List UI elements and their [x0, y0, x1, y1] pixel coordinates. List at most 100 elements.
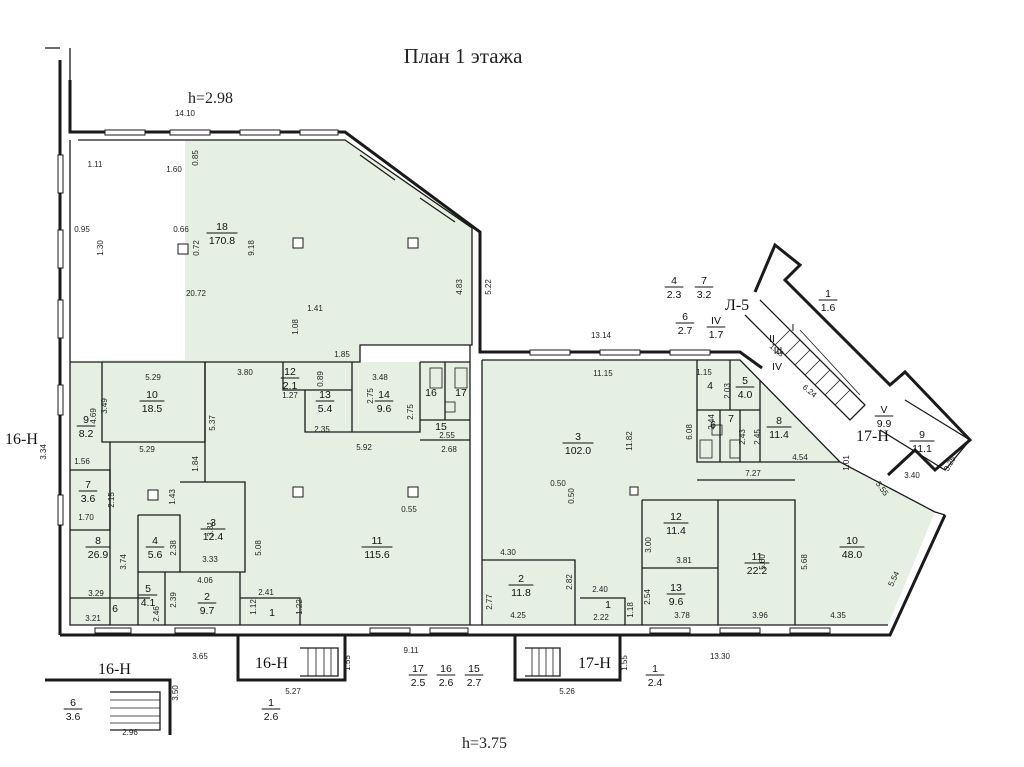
dimension-label: 1.84: [191, 456, 200, 472]
dimension-label: 1.15: [696, 368, 712, 377]
room-label-rV: V9.9: [874, 404, 894, 430]
entrance-steps-16H: [300, 647, 339, 677]
area-label-f7: 73.2: [694, 275, 714, 301]
dimension-label: 20.72: [186, 289, 207, 298]
room-label-r1b: 1: [605, 599, 611, 611]
window-diag: [419, 197, 456, 223]
dimension-label: 3.34: [39, 444, 48, 460]
room-number: IV: [772, 361, 782, 373]
dimension-label: 0.55: [401, 505, 417, 514]
window: [57, 384, 64, 416]
room-number: 7: [728, 413, 734, 425]
column: [177, 243, 189, 255]
room-area: 1.7: [709, 329, 724, 341]
wall-inner-top-right: [482, 359, 936, 513]
dimension-label: 5.29: [139, 445, 155, 454]
dimension-label: 2.03: [723, 383, 732, 399]
sink-icon: [444, 401, 456, 413]
dimension-label: 3.40: [904, 471, 920, 480]
dimension-label: 5.27: [285, 687, 301, 696]
dimension-label: 2.77: [485, 594, 494, 610]
room-number: 9: [83, 414, 89, 426]
room-number: 1: [605, 599, 611, 611]
dimension-label: 7.27: [745, 469, 761, 478]
stair-step: [824, 379, 841, 396]
dimension-label: 0.95: [74, 225, 90, 234]
room-number: 6: [682, 311, 688, 323]
area-label-f1left: 12.6: [261, 697, 281, 723]
room-area: 11.4: [666, 525, 686, 537]
room-number: 16: [425, 387, 437, 399]
room-area: 11.4: [769, 429, 789, 441]
room-area: 2.6: [439, 677, 454, 689]
room-label-r9a: 98.2: [76, 414, 96, 440]
dimension-label: 3.50: [171, 685, 180, 701]
room-number: 18: [216, 221, 228, 233]
area-label-f6left: 63.6: [63, 697, 83, 723]
column: [292, 486, 304, 498]
tint-right-block: [482, 360, 935, 625]
toilet-icon: [429, 367, 443, 389]
room-area: 2.7: [678, 325, 693, 337]
section-label: Л-5: [725, 297, 749, 314]
room-number: 8: [95, 535, 101, 547]
dimension-label: 5.08: [254, 540, 263, 556]
dimension-label: 0.50: [567, 488, 576, 504]
area-label-f1top: 11.6: [818, 288, 838, 314]
dimension-label: 5.37: [208, 415, 217, 431]
room-label-rIII: III: [774, 345, 783, 357]
dimension-label: 1.01: [842, 455, 851, 471]
room-area: 22.2: [747, 565, 768, 577]
toilet-icon: [454, 367, 468, 389]
dimension-label: 3.78: [674, 611, 690, 620]
room-number: 12: [284, 366, 296, 378]
room-number: IV: [711, 315, 721, 327]
dimension-label: 3.49: [100, 398, 109, 414]
room-label-r6a: 6: [112, 603, 118, 615]
room-number: 8: [776, 415, 782, 427]
stair-step: [804, 359, 821, 376]
room-area: 48.0: [842, 549, 863, 561]
room-label-rII: II: [769, 333, 775, 345]
room-area: 3.6: [81, 493, 96, 505]
room-number: 9: [919, 429, 925, 441]
room-area: 9.6: [377, 403, 392, 415]
room-area: 3.2: [697, 289, 712, 301]
room-area: 18.5: [142, 403, 163, 415]
room-number: V: [880, 404, 887, 416]
dimension-label: 1.70: [78, 513, 94, 522]
dimension-label: 13.30: [710, 652, 731, 661]
room-number: 7: [85, 479, 91, 491]
room-number: 5: [145, 583, 151, 595]
room-area: 2.1: [283, 380, 298, 392]
dimension-label: 3.48: [372, 373, 388, 382]
room-number: 1: [652, 663, 658, 675]
room-label-r5a: 54.1: [138, 583, 158, 609]
room-label-r13a: 135.4: [315, 389, 335, 415]
room-label-r2b: 211.8: [508, 573, 534, 599]
dimension-label: 2.44: [707, 414, 716, 430]
dimension-label: 0.85: [191, 150, 200, 166]
dimension-label: 0.66: [173, 225, 189, 234]
room-label-r8b: 811.4: [766, 415, 792, 441]
dimension-label: 1.55: [620, 655, 629, 671]
window-diag: [359, 154, 396, 181]
column: [629, 486, 639, 496]
entrance-steps-left: [110, 691, 161, 731]
dimension-label: 2.15: [107, 492, 116, 508]
dimension-label: 2.46: [152, 606, 161, 622]
window: [104, 129, 146, 136]
room-number: 16: [440, 663, 452, 675]
dimension-label: 2.41: [258, 588, 274, 597]
dimension-label: 3.80: [237, 368, 253, 377]
room-number: 17: [455, 387, 467, 399]
room-number: III: [774, 345, 783, 357]
room-label-r12a: 122.1: [280, 366, 300, 392]
room-number: 15: [468, 663, 480, 675]
room-number: 6: [710, 419, 716, 431]
dimension-label: 4.30: [500, 548, 516, 557]
